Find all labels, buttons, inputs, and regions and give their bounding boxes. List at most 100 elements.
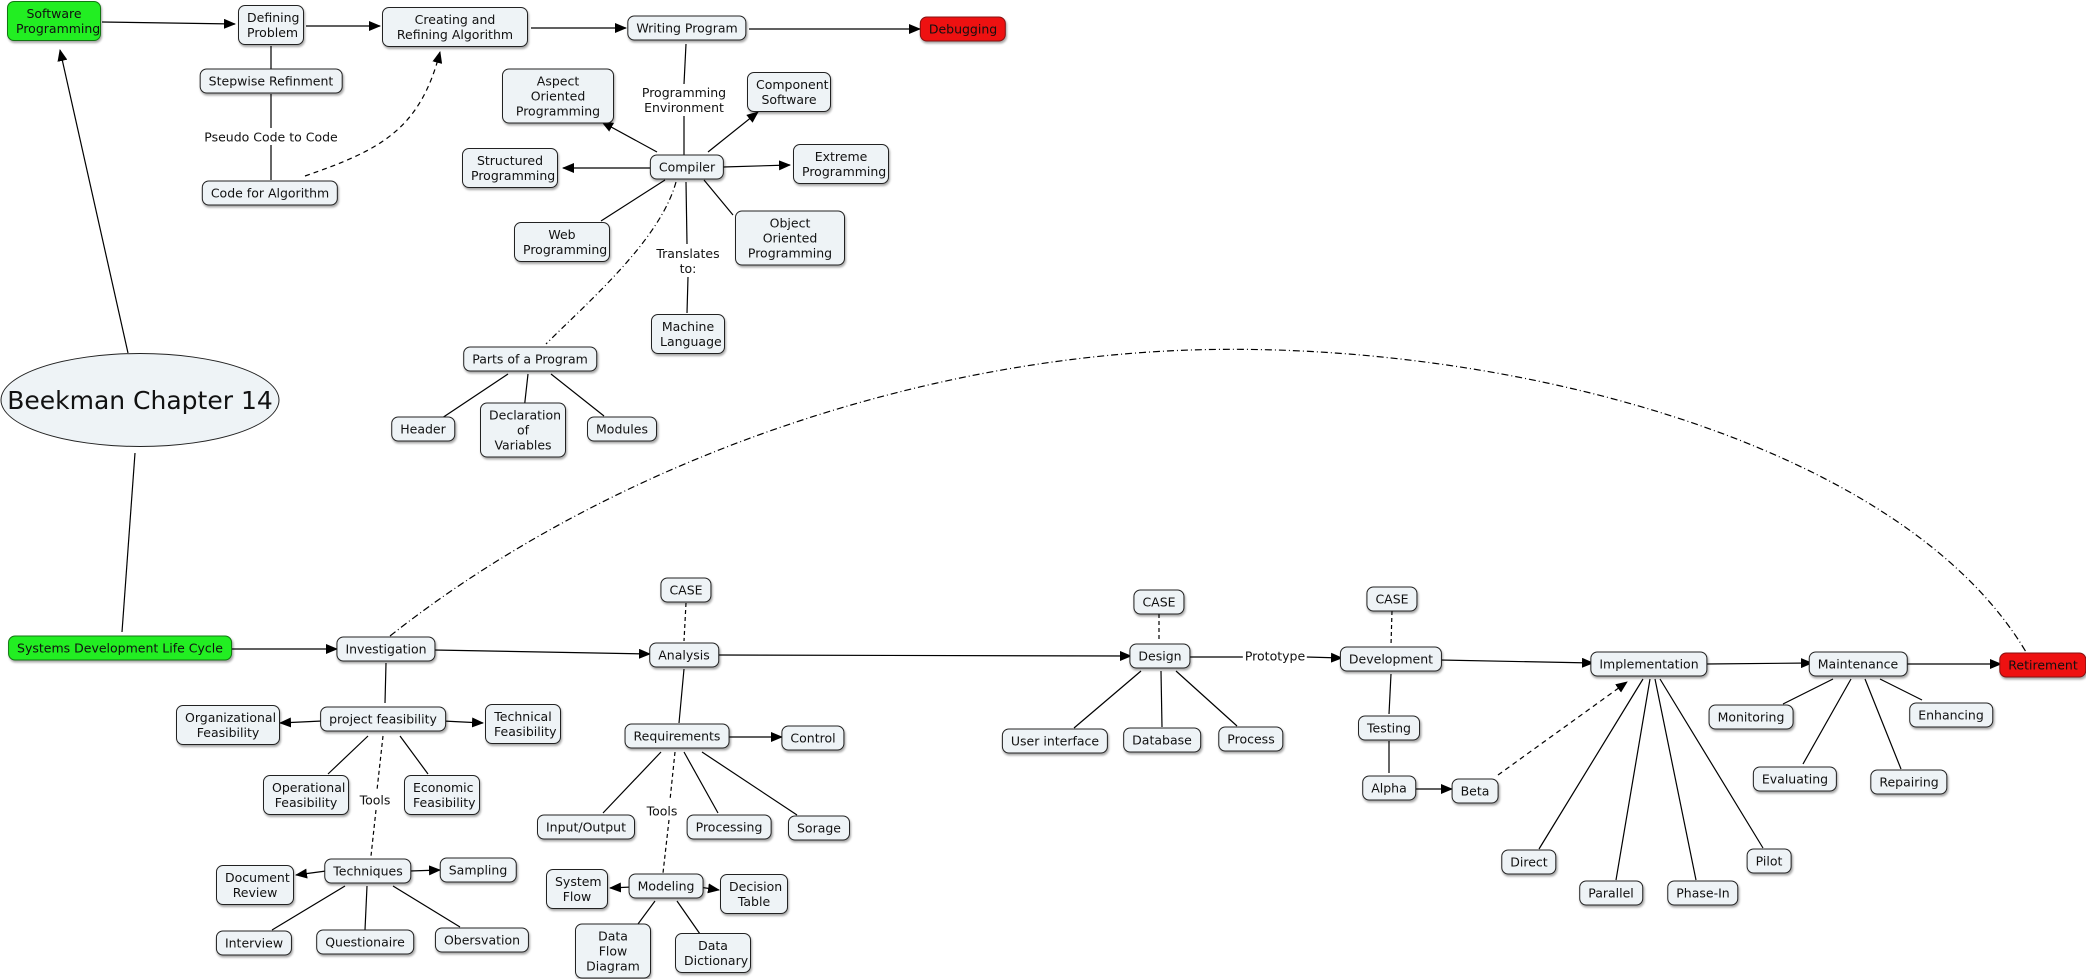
node-project-feasibility[interactable]: project feasibility — [320, 706, 446, 732]
link-feasibility-economic — [399, 735, 429, 775]
link-feasibility-operational — [327, 735, 369, 775]
node-process[interactable]: Process — [1218, 726, 1284, 752]
link-prototype-development — [1305, 652, 1343, 663]
node-component-software[interactable]: Component Software — [747, 72, 831, 112]
node-phase-in[interactable]: Phase-In — [1667, 880, 1739, 906]
link-techniques-interview — [271, 885, 346, 931]
central-topic-ellipse[interactable]: Beekman Chapter 14 — [0, 353, 280, 447]
link-impl-direct — [1538, 678, 1644, 850]
node-case-design[interactable]: CASE — [1133, 589, 1185, 615]
node-repairing[interactable]: Repairing — [1870, 769, 1948, 795]
node-enhancing[interactable]: Enhancing — [1909, 702, 1993, 728]
node-organizational-feasibility[interactable]: Organizational Feasibility — [176, 705, 280, 745]
node-object-oriented-programming[interactable]: Object Oriented Programming — [735, 210, 845, 266]
node-retirement[interactable]: Retirement — [1999, 652, 2086, 678]
node-requirements[interactable]: Requirements — [624, 723, 730, 749]
node-obersvation[interactable]: Obersvation — [434, 927, 530, 953]
node-design[interactable]: Design — [1129, 643, 1191, 669]
node-parallel[interactable]: Parallel — [1579, 880, 1643, 906]
node-input-output[interactable]: Input/Output — [537, 814, 635, 840]
node-evaluating[interactable]: Evaluating — [1752, 766, 1838, 792]
node-control[interactable]: Control — [781, 725, 845, 751]
link-code-creating — [304, 51, 443, 177]
node-declaration-of-variables[interactable]: Declaration of Variables — [480, 402, 566, 458]
link-development-testing — [1388, 673, 1392, 715]
node-compiler[interactable]: Compiler — [649, 154, 725, 180]
link-writing-progenv — [683, 43, 687, 85]
node-sampling[interactable]: Sampling — [439, 857, 517, 883]
node-machine-language[interactable]: Machine Language — [651, 314, 725, 354]
node-alpha[interactable]: Alpha — [1362, 775, 1416, 801]
link-requirements-sorage — [701, 751, 798, 816]
link-parts-modules — [550, 373, 605, 417]
link-root-software — [57, 49, 129, 354]
node-direct[interactable]: Direct — [1501, 849, 1557, 875]
node-defining-problem[interactable]: Defining Problem — [238, 5, 304, 45]
node-systems-development-life-cycle[interactable]: Systems Development Life Cycle — [8, 635, 232, 661]
node-economic-feasibility[interactable]: Economic Feasibility — [404, 775, 480, 815]
node-extreme-programming[interactable]: Extreme Programming — [793, 144, 889, 184]
link-maint-monitoring — [1782, 678, 1834, 705]
node-database[interactable]: Database — [1123, 727, 1201, 753]
node-development[interactable]: Development — [1339, 646, 1443, 672]
link-requirements-io — [602, 751, 662, 814]
node-processing[interactable]: Processing — [686, 814, 772, 840]
link-design-database — [1160, 670, 1163, 728]
node-data-flow-diagram[interactable]: Data Flow Diagram — [575, 923, 651, 979]
link-impl-phasein — [1654, 678, 1697, 881]
node-creating-refining-algorithm[interactable]: Creating and Refining Algorithm — [382, 7, 528, 47]
link-implementation-maintenance — [1705, 658, 1813, 669]
node-beta[interactable]: Beta — [1451, 778, 1499, 804]
node-testing[interactable]: Testing — [1358, 715, 1420, 741]
label-translates-to: Translates to: — [651, 246, 725, 276]
node-techniques[interactable]: Techniques — [324, 858, 412, 884]
node-monitoring[interactable]: Monitoring — [1708, 704, 1794, 730]
node-software-programming[interactable]: Software Programming — [7, 1, 101, 41]
node-writing-program[interactable]: Writing Program — [627, 15, 747, 41]
node-maintenance[interactable]: Maintenance — [1808, 651, 1908, 677]
node-decision-table[interactable]: Decision Table — [720, 874, 788, 914]
link-compiler-component — [707, 111, 759, 153]
node-aspect-oriented-programming[interactable]: Aspect Oriented Programming — [502, 68, 614, 124]
link-investigation-feasibility — [384, 662, 387, 704]
node-system-flow[interactable]: System Flow — [546, 869, 608, 909]
link-compiler-object — [703, 179, 734, 216]
node-parts-of-a-program[interactable]: Parts of a Program — [463, 346, 597, 372]
node-document-review[interactable]: Document Review — [216, 865, 294, 905]
link-parts-header — [441, 373, 509, 419]
node-header[interactable]: Header — [391, 416, 455, 442]
node-modeling[interactable]: Modeling — [628, 873, 704, 899]
node-code-for-algorithm[interactable]: Code for Algorithm — [201, 180, 339, 206]
node-web-programming[interactable]: Web Programming — [514, 222, 610, 262]
label-tools-requirements: Tools — [644, 803, 680, 819]
link-maint-evaluating — [1802, 678, 1852, 765]
node-modules[interactable]: Modules — [587, 416, 657, 442]
link-feasibility-tools — [376, 735, 384, 791]
node-analysis[interactable]: Analysis — [649, 642, 719, 668]
link-design-process — [1175, 670, 1238, 727]
node-questionaire[interactable]: Questionaire — [316, 929, 414, 955]
node-structured-programming[interactable]: Structured Programming — [462, 148, 558, 188]
node-technical-feasibility[interactable]: Technical Feasibility — [485, 704, 561, 744]
link-compiler-translates — [685, 181, 688, 245]
node-investigation[interactable]: Investigation — [336, 636, 436, 662]
node-implementation[interactable]: Implementation — [1590, 651, 1708, 677]
node-stepwise-refinment[interactable]: Stepwise Refinment — [199, 68, 343, 94]
node-pilot[interactable]: Pilot — [1746, 848, 1792, 874]
node-sorage[interactable]: Sorage — [787, 815, 851, 841]
link-analysis-design — [717, 650, 1132, 661]
node-data-dictionary[interactable]: Data Dictionary — [675, 933, 751, 973]
label-programming-environment: Programming Environment — [636, 85, 732, 115]
node-operational-feasibility[interactable]: Operational Feasibility — [263, 775, 349, 815]
node-case-development[interactable]: CASE — [1366, 586, 1418, 612]
link-investigation-analysis — [433, 648, 651, 659]
node-case-analysis[interactable]: CASE — [660, 577, 712, 603]
node-user-interface[interactable]: User interface — [1001, 728, 1109, 754]
link-tools-techniques — [370, 809, 377, 857]
node-debugging[interactable]: Debugging — [919, 16, 1007, 42]
link-techniques-document — [295, 868, 327, 879]
link-development-implementation — [1439, 657, 1594, 668]
link-translates-machine — [686, 276, 689, 314]
node-interview[interactable]: Interview — [215, 930, 293, 956]
